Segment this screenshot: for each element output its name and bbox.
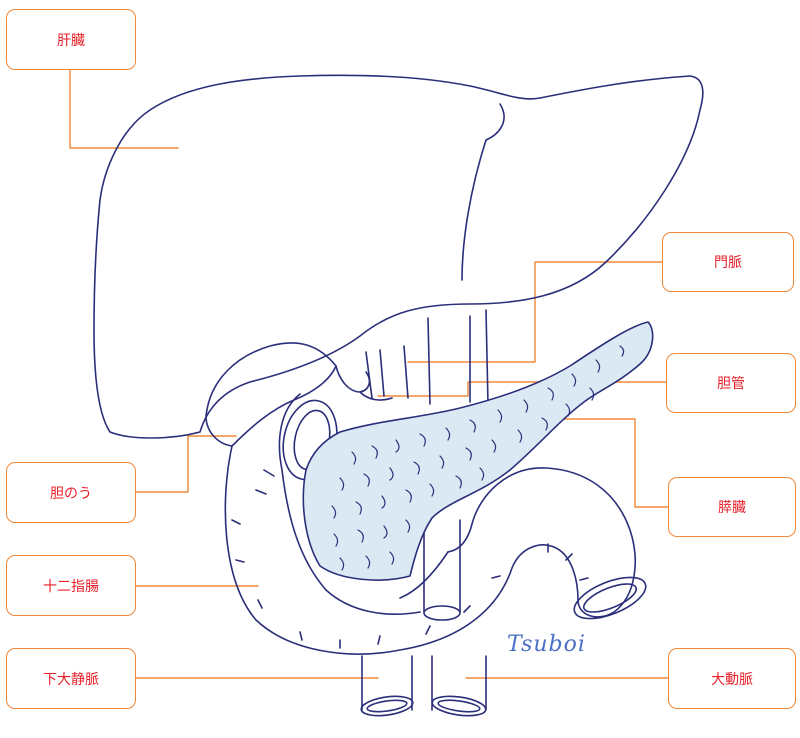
label-bile-duct: 胆管 [666,353,796,413]
duodenum-inner [278,393,449,615]
duodenum-folds [231,469,589,649]
aorta-mid [423,519,461,613]
label-liver: 肝臓 [6,9,136,70]
liver-outline [93,74,704,439]
label-duodenum: 十二指腸 [6,555,136,616]
label-gallbladder: 胆のう [6,462,136,523]
artist-signature: Tsuboi [507,632,586,657]
aorta-upper [485,309,489,405]
liver-notch [461,103,505,281]
leader-liver [69,69,179,149]
duodenum-outline [224,445,636,655]
label-aorta: 大動脈 [668,648,796,709]
jejunum-end [573,576,647,620]
leader-portal-vein [407,261,663,363]
leader-pancreas [561,418,669,508]
pancreas-texture [331,345,625,571]
ivc-lower-end [360,695,414,717]
great-vessels [360,309,489,717]
leader-gallbladder [135,435,237,493]
label-pancreas: 膵臓 [668,477,796,537]
label-ivc: 下大静脈 [6,648,136,709]
ivc-upper [427,315,471,405]
label-portal-vein: 門脈 [662,232,794,292]
pancreas-outline [302,321,654,581]
aorta-lower-end [431,695,487,717]
bile-duct-lines [335,345,409,401]
aorta-mid-end [423,605,461,621]
